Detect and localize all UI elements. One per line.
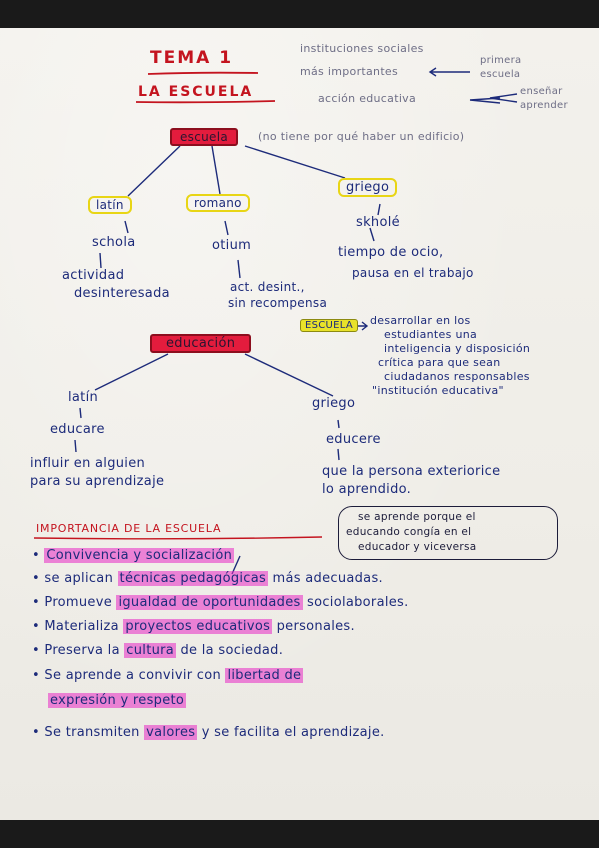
edu-branch-latin: latín [68, 390, 99, 405]
note-aprender: aprender [520, 100, 568, 111]
escuela-def-line: "institución educativa" [372, 384, 504, 397]
edu-griego-meaning-1: que la persona exteriorice [322, 464, 501, 479]
note-cloud [338, 506, 558, 560]
escuela-building-note: (no tiene por qué haber un edificio) [258, 130, 465, 143]
list-item: • Preserva la cultura de la sociedad. [32, 643, 284, 658]
note-ensenar: enseñar [520, 86, 563, 97]
section-title-escuela: LA ESCUELA [138, 84, 254, 100]
meaning-latin-1: actividad [62, 268, 125, 283]
list-item: • se aplican técnicas pedagógicas más ad… [32, 571, 383, 586]
cloud-text-2: educando congía en el [346, 526, 472, 538]
escuela-def-line: desarrollar en los [370, 314, 471, 327]
edu-latin-meaning-1: influir en alguien [30, 456, 146, 471]
cloud-text-1: se aprende porque el [358, 511, 476, 523]
note-instituciones: instituciones sociales [300, 42, 424, 55]
word-skhole: skholé [356, 215, 400, 230]
notebook-page: TEMA 1 LA ESCUELA instituciones sociales… [0, 28, 599, 820]
note-escuela-small: escuela [480, 69, 521, 80]
list-item: • Se transmiten valores y se facilita el… [32, 725, 385, 740]
list-item-continuation: expresión y respeto [48, 693, 187, 708]
note-primera: primera [480, 55, 522, 66]
word-otium: otium [212, 238, 252, 253]
meaning-romano-1: act. desint., [230, 280, 305, 294]
branch-latin: latín [88, 196, 132, 214]
concept-escuela: escuela [170, 128, 239, 146]
topic-title: TEMA 1 [150, 48, 234, 68]
branch-romano: romano [186, 194, 250, 212]
edu-griego-meaning-2: lo aprendido. [322, 482, 412, 497]
word-educare: educare [50, 422, 105, 437]
cloud-text-3: educador y viceversa [358, 541, 477, 553]
note-accion-educativa: acción educativa [318, 92, 417, 105]
word-schola: schola [92, 235, 136, 250]
word-educere: educere [326, 432, 381, 447]
edu-latin-meaning-2: para su aprendizaje [30, 474, 165, 489]
escuela-def-line: inteligencia y disposición [384, 342, 531, 355]
branch-griego: griego [338, 178, 398, 197]
escuela-def-line: estudiantes una [384, 328, 478, 341]
escuela-def-line: ciudadanos responsables [384, 370, 530, 383]
meaning-griego-1: tiempo de ocio, [338, 245, 444, 260]
concept-educacion: educación [150, 334, 252, 353]
list-item: • Convivencia y socialización [32, 548, 235, 563]
note-mas-importantes: más importantes [300, 65, 399, 78]
edu-branch-griego: griego [312, 396, 356, 411]
meaning-griego-2: pausa en el trabajo [352, 266, 474, 280]
list-item: • Promueve igualdad de oportunidades soc… [32, 595, 409, 610]
meaning-romano-2: sin recompensa [228, 296, 328, 310]
list-item: • Materializa proyectos educativos perso… [32, 619, 355, 634]
meaning-latin-2: desinteresada [74, 286, 170, 301]
list-item: • Se aprende a convivir con libertad de [32, 668, 304, 683]
escuela-tag: ESCUELA [300, 319, 359, 332]
importancia-heading: IMPORTANCIA DE LA ESCUELA [36, 522, 222, 535]
escuela-def-line: crítica para que sean [378, 356, 501, 369]
